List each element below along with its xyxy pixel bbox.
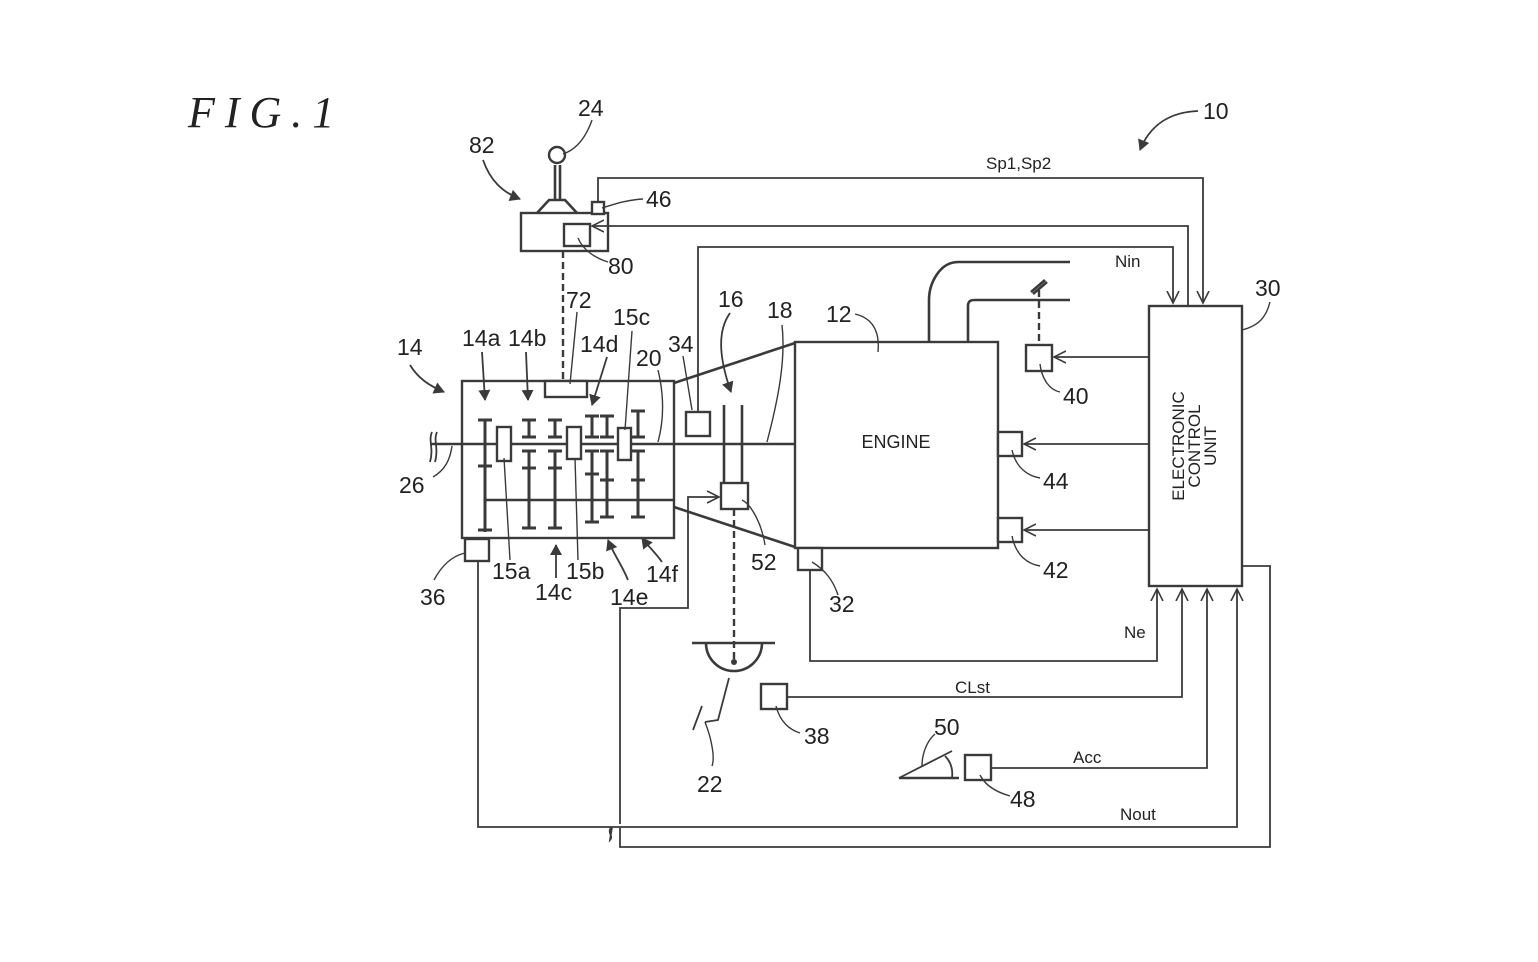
ecu-label-line1: ELECTRONIC xyxy=(1169,391,1188,501)
ref-40: 40 xyxy=(1063,383,1089,409)
ref-14e: 14e xyxy=(610,584,648,610)
clutch-stroke-sensor-box xyxy=(759,682,789,711)
ref-12: 12 xyxy=(826,301,852,327)
ecu-label-line2: CONTROL xyxy=(1185,404,1204,487)
throttle-valve-icon xyxy=(1030,279,1046,293)
gear-14c xyxy=(548,418,562,530)
ref-32: 32 xyxy=(829,591,855,617)
ref-14f: 14f xyxy=(646,561,679,587)
wire-engine-speed xyxy=(809,570,1157,662)
signal-nout: Nout xyxy=(1120,805,1156,824)
accelerator-sensor-box xyxy=(963,753,993,782)
ref-14d: 14d xyxy=(580,331,618,357)
output-speed-sensor-box xyxy=(463,537,491,563)
ref-15a: 15a xyxy=(492,558,531,584)
ref-20: 20 xyxy=(636,345,662,371)
gear-14e xyxy=(600,414,614,519)
shift-actuator-box xyxy=(562,222,592,248)
pedal-arm xyxy=(704,677,730,723)
ref-10: 10 xyxy=(1203,98,1229,124)
synchronizer-15a xyxy=(495,425,513,463)
ref-14b: 14b xyxy=(508,325,546,351)
synchronizer-15c xyxy=(616,426,633,462)
system-arrow-icon xyxy=(1138,110,1199,151)
ref-50: 50 xyxy=(934,714,960,740)
figure-title: FIG.1 xyxy=(187,88,344,137)
ref-18: 18 xyxy=(767,297,793,323)
ref-52: 52 xyxy=(751,549,777,575)
ref-36: 36 xyxy=(420,584,446,610)
wire-accelerator xyxy=(990,589,1207,769)
ref-26: 26 xyxy=(399,472,425,498)
input-speed-sensor-box xyxy=(684,410,712,438)
ref-34: 34 xyxy=(668,331,694,357)
ignition-device-box xyxy=(996,516,1024,544)
ref-44: 44 xyxy=(1043,468,1069,494)
engine-label: ENGINE xyxy=(861,432,930,452)
ref-48: 48 xyxy=(1010,786,1036,812)
ref-80: 80 xyxy=(608,253,634,279)
engine: ENGINE 12 xyxy=(793,260,1070,550)
wire-shift-position xyxy=(597,177,1203,303)
ref-82: 82 xyxy=(469,132,495,158)
signal-clst: CLst xyxy=(955,678,990,697)
signal-sp1-sp2: Sp1,Sp2 xyxy=(986,154,1051,173)
ref-14a: 14a xyxy=(462,325,501,351)
signal-acc: Acc xyxy=(1073,748,1102,767)
wire-input-speed xyxy=(697,246,1173,412)
throttle-actuator-box xyxy=(1024,343,1054,373)
wire-output-speed xyxy=(477,561,1237,843)
synchronizer-15b xyxy=(565,425,583,461)
shift-lever-boot xyxy=(536,198,578,214)
wire-clutch-stroke xyxy=(787,589,1182,698)
ref-72: 72 xyxy=(566,287,592,313)
electronic-control-unit: ELECTRONIC CONTROL UNIT 30 xyxy=(1147,275,1281,588)
gear-14d xyxy=(585,414,599,524)
intake-pipe-inner xyxy=(966,298,1070,342)
pedal-pivot-icon xyxy=(704,642,764,673)
ref-15b: 15b xyxy=(566,558,604,584)
shift-mechanism-box xyxy=(543,379,589,399)
clutch-actuator-box xyxy=(719,481,750,511)
ref-22: 22 xyxy=(697,771,723,797)
transmission: 14 14a 14b 14d 15c 72 20 34 26 15a 14c 1… xyxy=(397,287,795,610)
ref-16: 16 xyxy=(718,286,744,312)
ref-46: 46 xyxy=(646,186,672,212)
bell-housing-top xyxy=(673,341,796,385)
ref-38: 38 xyxy=(804,723,830,749)
clutch-pedal: 22 xyxy=(692,641,775,797)
fuel-injection-device-box xyxy=(996,430,1024,458)
ref-14: 14 xyxy=(397,334,423,360)
intake-pipe-outer xyxy=(927,260,1070,342)
ref-14c: 14c xyxy=(535,579,572,605)
gear-14a xyxy=(478,418,492,532)
ref-24: 24 xyxy=(578,95,604,121)
gear-14f xyxy=(631,409,645,519)
ref-15c: 15c xyxy=(613,304,650,330)
wire-shift-actuator xyxy=(592,226,1189,306)
accelerator-pedal: 50 xyxy=(898,714,960,780)
signal-ne: Ne xyxy=(1124,623,1146,642)
clutch: 16 18 52 xyxy=(718,286,793,660)
ecu-label-line3: UNIT xyxy=(1201,426,1220,466)
ref-30: 30 xyxy=(1255,275,1281,301)
wire-clutch-actuator xyxy=(619,497,1271,848)
ecu-box xyxy=(1147,304,1244,588)
ref-42: 42 xyxy=(1043,557,1069,583)
signal-nin: Nin xyxy=(1115,252,1141,271)
pedal-pad xyxy=(692,705,703,731)
shift-lever-knob-icon xyxy=(547,145,567,165)
pedal-lever xyxy=(898,750,953,779)
system-reference: 10 xyxy=(1138,98,1229,151)
gear-14b xyxy=(522,418,536,530)
